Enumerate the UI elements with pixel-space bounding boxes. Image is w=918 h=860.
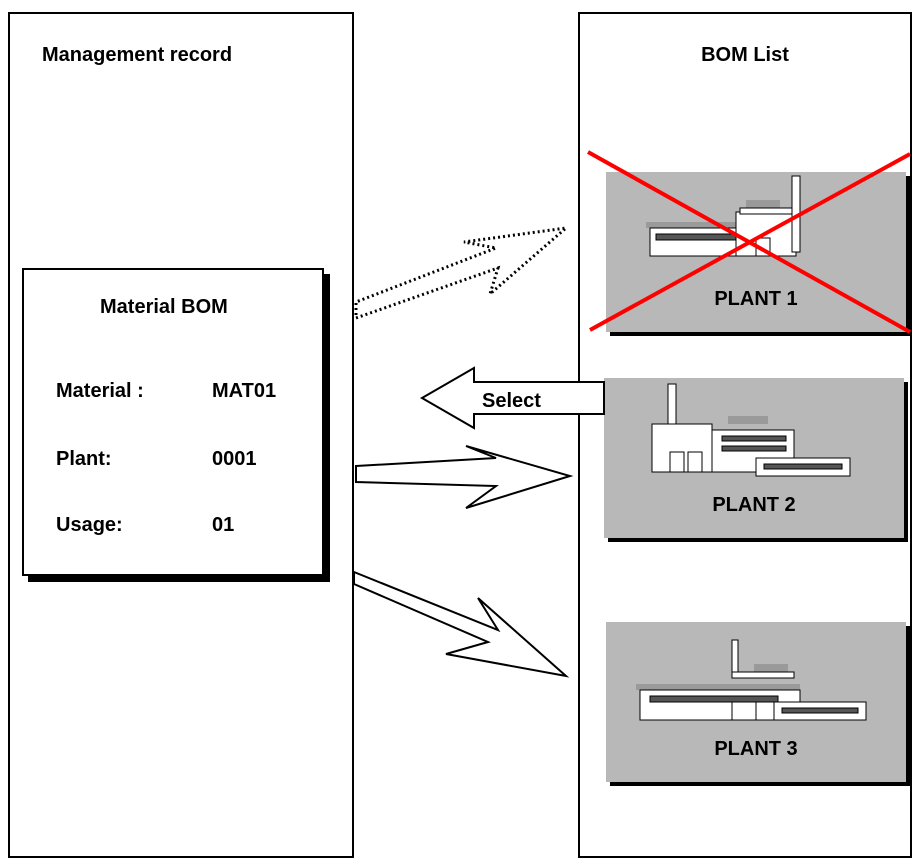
plant-1-label: PLANT 1 <box>714 288 798 310</box>
material-bom-box: Material BOM Material : MAT01 Plant: 000… <box>22 268 324 576</box>
management-record-title: Management record <box>42 44 233 66</box>
dotted-arrow-to-plant-1 <box>354 225 571 321</box>
factory-icon <box>651 383 851 477</box>
plant-2-card[interactable]: PLANT 2 <box>604 378 904 538</box>
plant-3-card[interactable]: PLANT 3 <box>606 622 906 782</box>
bom-list-title: BOM List <box>701 44 789 66</box>
material-bom-title: Material BOM <box>100 296 228 318</box>
material-label: Material : <box>56 380 144 402</box>
plant-value: 0001 <box>212 448 257 470</box>
usage-label: Usage: <box>56 514 123 536</box>
material-value: MAT01 <box>212 380 277 402</box>
plant-1-card[interactable]: PLANT 1 <box>606 172 906 332</box>
arrow-to-plant-2 <box>355 445 574 509</box>
plant-2-label: PLANT 2 <box>712 494 796 516</box>
select-label: Select <box>482 390 541 412</box>
plant-3-label: PLANT 3 <box>714 738 798 760</box>
arrow-to-plant-3 <box>353 570 570 678</box>
plant-label: Plant: <box>56 448 112 470</box>
usage-value: 01 <box>212 514 235 536</box>
factory-icon <box>636 639 867 721</box>
